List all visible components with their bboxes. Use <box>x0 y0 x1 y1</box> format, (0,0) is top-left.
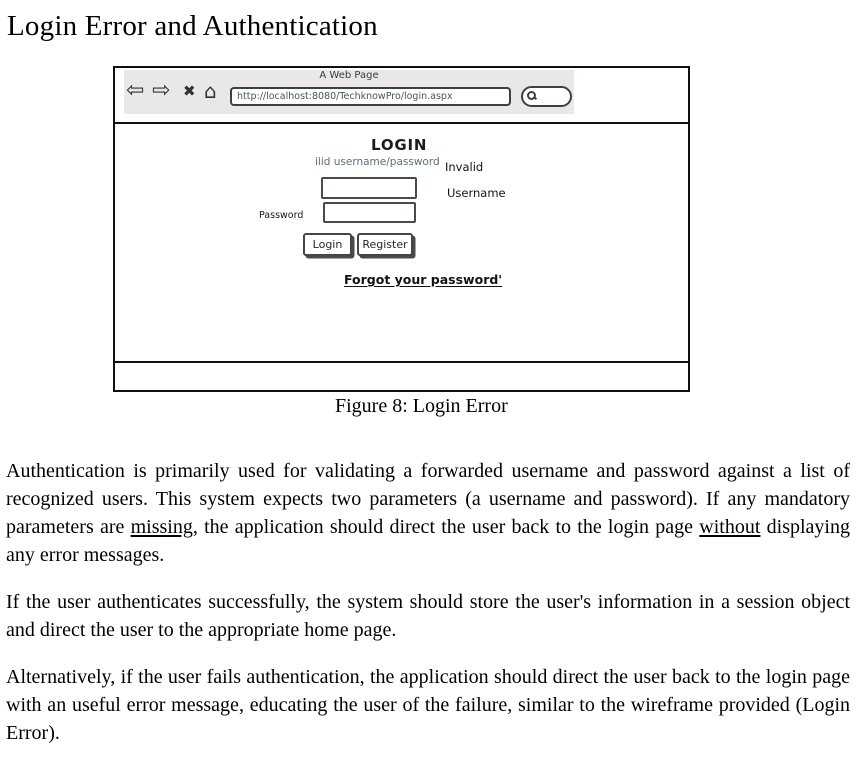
register-button[interactable]: Register <box>357 233 413 256</box>
paragraph-failure: Alternatively, if the user fails authent… <box>6 666 850 744</box>
search-box[interactable] <box>521 86 572 107</box>
home-icon[interactable]: ⌂ <box>204 79 217 103</box>
invalid-credentials-error-text: ilid username/password <box>315 156 440 168</box>
address-bar[interactable]: http://localhost:8080/TechknowPro/login.… <box>230 87 511 106</box>
forward-icon[interactable]: ⇨ <box>152 78 171 103</box>
figure-caption: Figure 8: Login Error <box>335 395 508 417</box>
browser-chrome: A Web Page ⇦ ⇨ ✖ ⌂ http://localhost:8080… <box>124 70 574 114</box>
body-text: Authentication is primarily used for val… <box>6 457 850 766</box>
password-input[interactable] <box>323 202 416 223</box>
password-label: Password <box>259 210 304 221</box>
chrome-divider-line <box>115 122 688 124</box>
paragraph-success: If the user authenticates successfully, … <box>6 591 850 641</box>
username-input[interactable] <box>321 177 417 199</box>
login-button[interactable]: Login <box>303 233 352 256</box>
forgot-password-link[interactable]: Forgot your password' <box>344 272 503 287</box>
stop-icon[interactable]: ✖ <box>183 82 196 100</box>
login-heading: LOGIN <box>371 136 428 154</box>
paragraph-authentication: Authentication is primarily used for val… <box>6 460 850 566</box>
search-icon <box>527 91 536 100</box>
page-title: Login Error and Authentication <box>7 10 378 42</box>
browser-window-title: A Web Page <box>319 70 379 81</box>
status-bar-divider-line <box>115 361 688 363</box>
annotation-username: Username <box>447 186 506 200</box>
login-wireframe-figure: A Web Page ⇦ ⇨ ✖ ⌂ http://localhost:8080… <box>113 66 690 392</box>
back-icon[interactable]: ⇦ <box>126 78 145 103</box>
annotation-invalid: Invalid <box>445 160 484 174</box>
